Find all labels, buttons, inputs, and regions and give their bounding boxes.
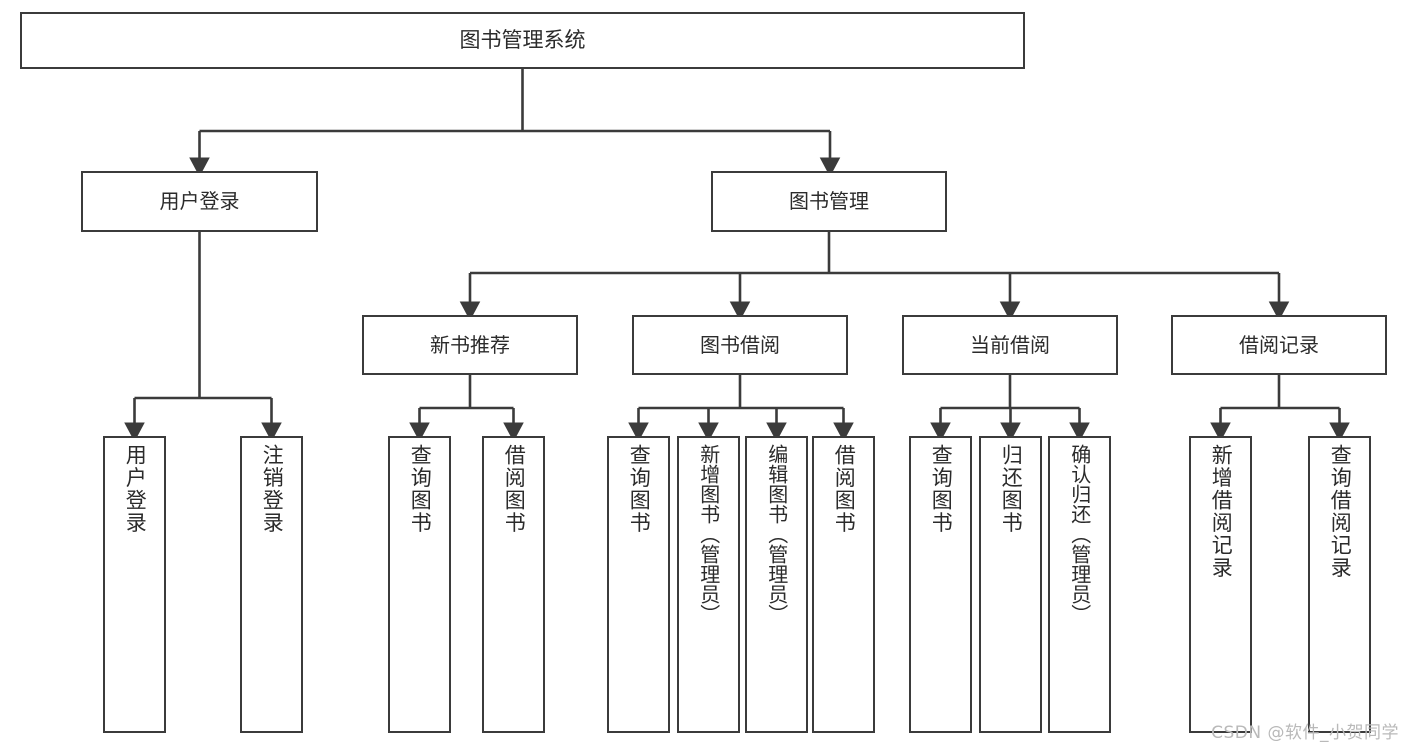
node-new-book-rec[interactable]: 新书推荐 bbox=[362, 315, 578, 375]
node-leaf-user-login-label: 用户登录 bbox=[123, 444, 148, 534]
node-leaf-return-book[interactable]: 归还图书 bbox=[979, 436, 1042, 733]
node-leaf-query-book-3-label: 查询图书 bbox=[929, 444, 954, 534]
node-book-borrow-label: 图书借阅 bbox=[700, 332, 780, 357]
node-leaf-confirm-return-label: 确认归还（管理员） bbox=[1067, 444, 1092, 624]
node-leaf-query-book-2[interactable]: 查询图书 bbox=[607, 436, 670, 733]
node-book-borrow[interactable]: 图书借阅 bbox=[632, 315, 848, 375]
node-leaf-add-book[interactable]: 新增图书（管理员） bbox=[677, 436, 740, 733]
node-leaf-query-book-2-label: 查询图书 bbox=[627, 444, 652, 534]
csdn-watermark: CSDN @软件_小贺同学 bbox=[1211, 723, 1399, 743]
node-leaf-user-login[interactable]: 用户登录 bbox=[103, 436, 166, 733]
node-leaf-confirm-return[interactable]: 确认归还（管理员） bbox=[1048, 436, 1111, 733]
node-leaf-user-logout-label: 注销登录 bbox=[260, 444, 285, 534]
node-leaf-user-logout[interactable]: 注销登录 bbox=[240, 436, 303, 733]
node-root-label: 图书管理系统 bbox=[459, 27, 586, 52]
node-current-borrow[interactable]: 当前借阅 bbox=[902, 315, 1118, 375]
node-leaf-add-book-label: 新增图书（管理员） bbox=[696, 444, 721, 624]
node-current-borrow-label: 当前借阅 bbox=[970, 332, 1050, 357]
node-new-book-rec-label: 新书推荐 bbox=[430, 332, 510, 357]
node-leaf-edit-book-label: 编辑图书（管理员） bbox=[764, 444, 789, 624]
node-leaf-return-book-label: 归还图书 bbox=[999, 444, 1024, 534]
node-book-manage[interactable]: 图书管理 bbox=[711, 171, 947, 232]
node-leaf-query-book-1-label: 查询图书 bbox=[408, 444, 433, 534]
node-leaf-add-record[interactable]: 新增借阅记录 bbox=[1189, 436, 1252, 733]
node-leaf-query-record[interactable]: 查询借阅记录 bbox=[1308, 436, 1371, 733]
node-book-manage-label: 图书管理 bbox=[789, 189, 869, 214]
node-root[interactable]: 图书管理系统 bbox=[20, 12, 1025, 69]
node-leaf-query-book-3[interactable]: 查询图书 bbox=[909, 436, 972, 733]
node-leaf-borrow-book-2[interactable]: 借阅图书 bbox=[812, 436, 875, 733]
node-borrow-record[interactable]: 借阅记录 bbox=[1171, 315, 1387, 375]
node-user-login-label: 用户登录 bbox=[159, 189, 240, 214]
node-leaf-query-book-1[interactable]: 查询图书 bbox=[388, 436, 451, 733]
node-user-login[interactable]: 用户登录 bbox=[81, 171, 318, 232]
node-leaf-add-record-label: 新增借阅记录 bbox=[1209, 444, 1234, 579]
node-leaf-query-record-label: 查询借阅记录 bbox=[1328, 444, 1353, 579]
node-leaf-borrow-book-1[interactable]: 借阅图书 bbox=[482, 436, 545, 733]
node-leaf-edit-book[interactable]: 编辑图书（管理员） bbox=[745, 436, 808, 733]
node-borrow-record-label: 借阅记录 bbox=[1239, 332, 1319, 357]
node-leaf-borrow-book-2-label: 借阅图书 bbox=[832, 444, 857, 534]
node-leaf-borrow-book-1-label: 借阅图书 bbox=[502, 444, 527, 534]
